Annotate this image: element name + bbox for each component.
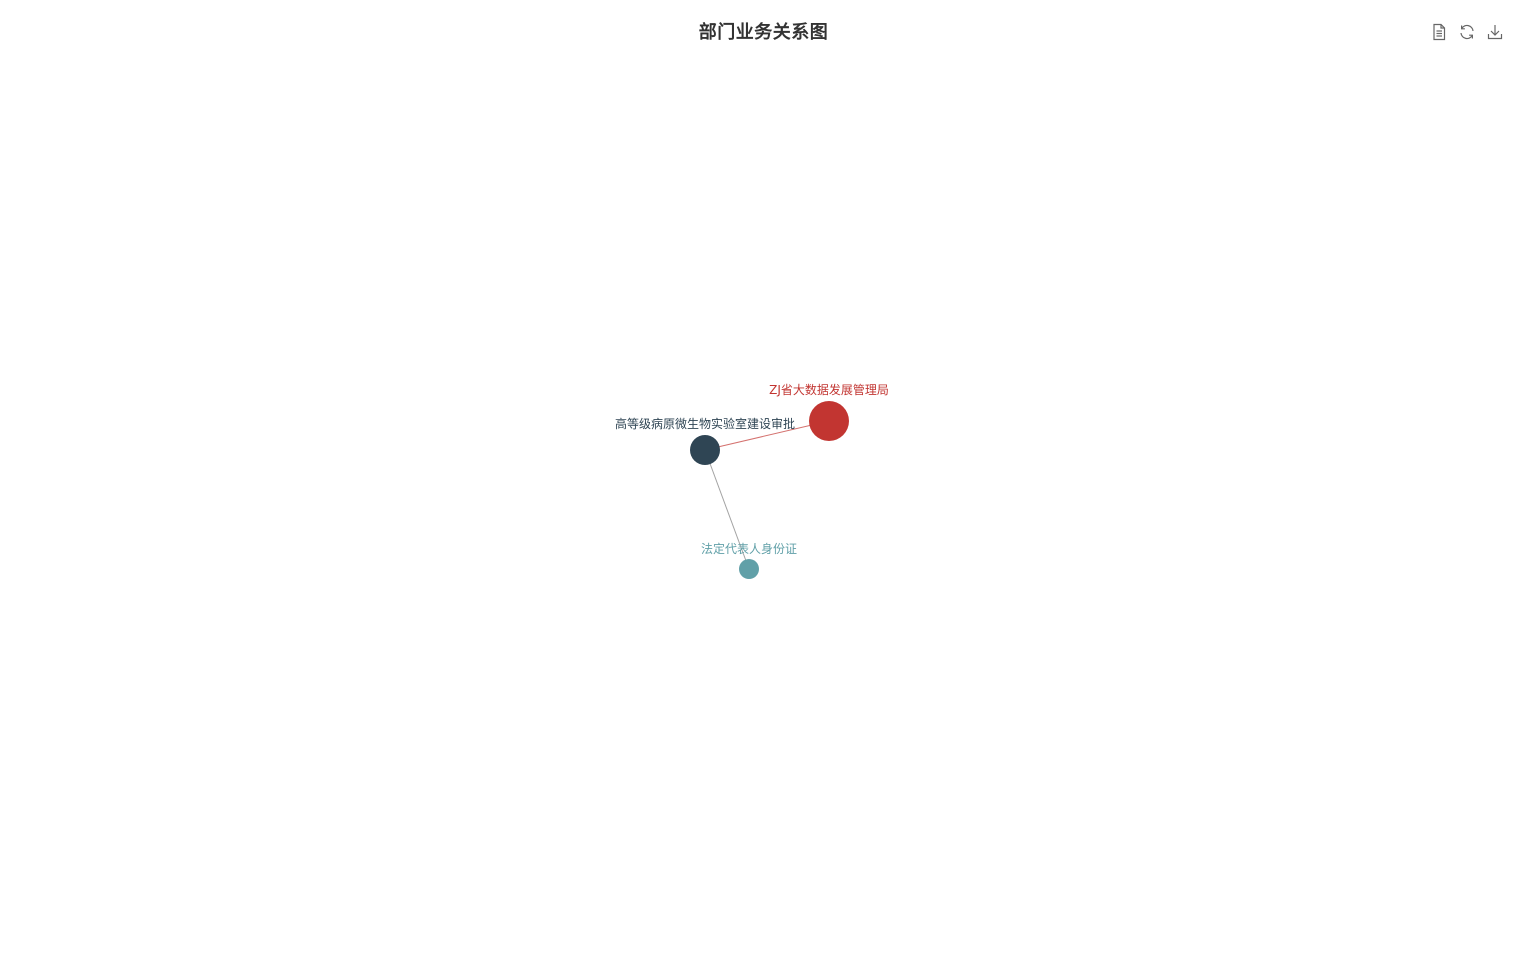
graph-node-label: ZJ省大数据发展管理局: [769, 382, 889, 397]
data-view-icon[interactable]: [1429, 22, 1449, 42]
nodes-layer: [690, 401, 849, 579]
toolbox: [1429, 22, 1505, 44]
graph-node[interactable]: [809, 401, 849, 441]
chart-title: 部门业务关系图: [698, 22, 829, 43]
graph-node[interactable]: [739, 559, 759, 579]
save-as-image-icon[interactable]: [1485, 22, 1505, 42]
graph-node-label: 法定代表人身份证: [701, 541, 797, 556]
graph-node[interactable]: [690, 435, 720, 465]
graph-link: [704, 420, 830, 451]
restore-icon[interactable]: [1457, 22, 1477, 42]
links-layer: [704, 420, 830, 570]
graph-node-label: 高等级病原微生物实验室建设审批: [615, 416, 795, 431]
graph-link: [704, 449, 750, 570]
